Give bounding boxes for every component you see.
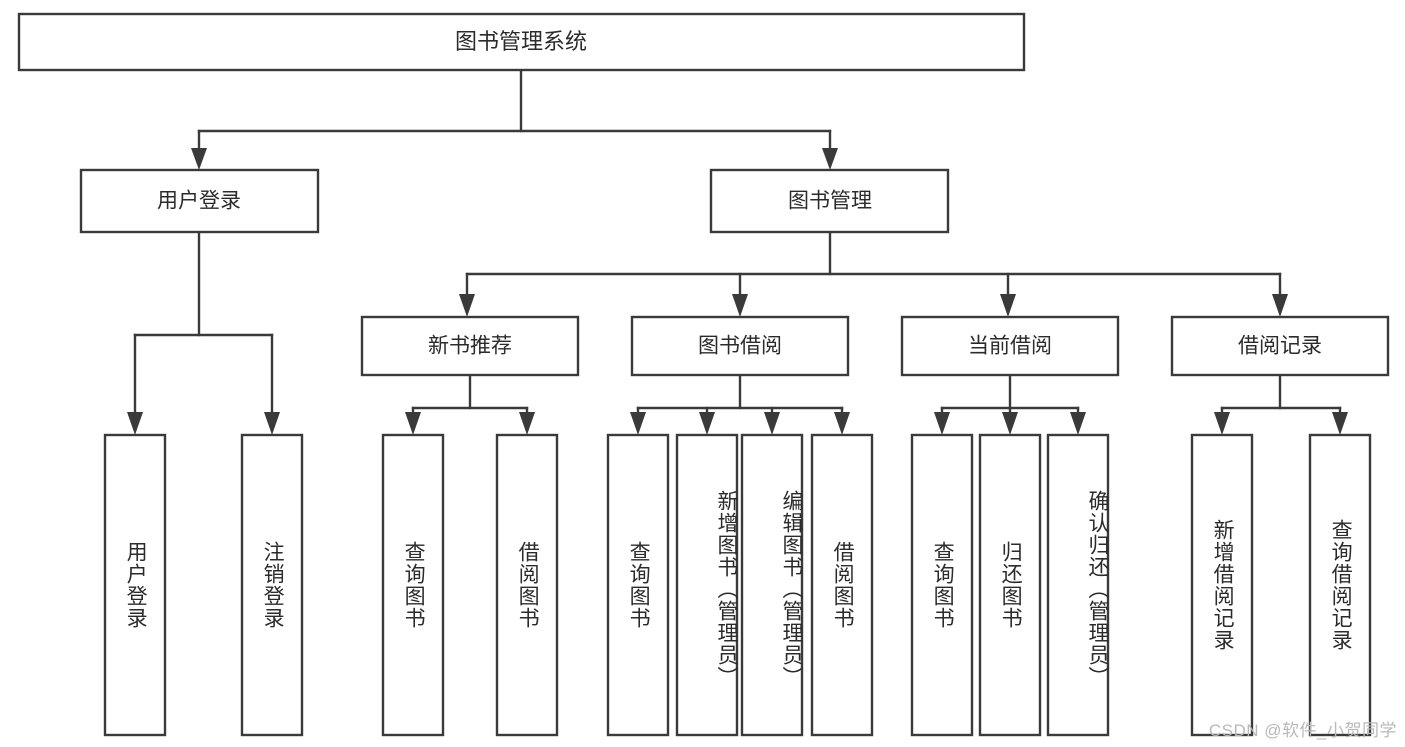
leaf-box-current-borrow-3[interactable]: [1046, 433, 1110, 737]
node-book-borrow-label: 图书借阅: [698, 335, 782, 358]
arrow-head-icon: [630, 412, 646, 435]
arrow-head-icon: [1214, 412, 1230, 435]
leaf-box-current-borrow-1[interactable]: [910, 433, 974, 737]
node-borrow-record-label: 借阅记录: [1238, 335, 1322, 358]
arrow-head-icon: [1000, 294, 1016, 317]
connector-group-book-borrow: [630, 373, 850, 435]
connector-group-borrow-record: [1214, 373, 1348, 435]
arrow-head-icon: [1272, 294, 1288, 317]
node-root[interactable]: 图书管理系统: [17, 12, 1026, 72]
connector-group-user-login: [127, 230, 280, 435]
connector-group-book-manage: [459, 230, 1288, 317]
arrow-head-icon: [699, 412, 715, 435]
leaf-box-new-book-1[interactable]: [381, 433, 445, 737]
node-new-book[interactable]: 新书推荐: [360, 315, 580, 377]
arrow-head-icon: [834, 412, 850, 435]
node-borrow-record-box[interactable]: [1170, 315, 1390, 377]
arrow-head-icon: [764, 412, 780, 435]
arrow-head-icon: [1070, 412, 1086, 435]
arrow-head-icon: [405, 412, 421, 435]
node-new-book-box[interactable]: [360, 315, 580, 377]
leaf-box-book-borrow-3[interactable]: [740, 433, 804, 737]
arrow-head-icon: [519, 412, 535, 435]
leaf-box-book-borrow-2[interactable]: [675, 433, 739, 737]
connector-group-current-borrow: [934, 373, 1086, 435]
leaf-box-user-login-2[interactable]: [240, 433, 304, 737]
node-user-login-label: 用户登录: [157, 190, 241, 213]
leaf-box-user-login-1[interactable]: [103, 433, 167, 737]
node-root-box[interactable]: [17, 12, 1026, 72]
node-user-login[interactable]: 用户登录: [79, 168, 320, 234]
node-book-manage-label: 图书管理: [788, 190, 872, 213]
leaf-box-current-borrow-2[interactable]: [978, 433, 1042, 737]
csdn-watermark: CSDN @软件_小贺同学: [1208, 721, 1397, 740]
node-current-borrow[interactable]: 当前借阅: [900, 315, 1120, 377]
arrow-head-icon: [191, 148, 207, 170]
node-book-manage-box[interactable]: [709, 168, 950, 234]
node-borrow-record[interactable]: 借阅记录: [1170, 315, 1390, 377]
arrow-head-icon: [459, 294, 475, 317]
leaf-box-book-borrow-4[interactable]: [810, 433, 874, 737]
connector-group-new-book: [405, 373, 535, 435]
node-root-label: 图书管理系统: [455, 29, 587, 54]
leaf-box-borrow-record-2[interactable]: [1308, 433, 1372, 737]
leaf-box-book-borrow-1[interactable]: [606, 433, 670, 737]
node-book-borrow[interactable]: 图书借阅: [630, 315, 850, 377]
arrow-head-icon: [934, 412, 950, 435]
arrow-head-icon: [127, 412, 143, 435]
connector-group-root: [191, 68, 838, 170]
leaf-box-new-book-2[interactable]: [495, 433, 559, 737]
node-current-borrow-box[interactable]: [900, 315, 1120, 377]
node-current-borrow-label: 当前借阅: [968, 335, 1052, 358]
leaf-box-borrow-record-1[interactable]: [1190, 433, 1254, 737]
arrow-head-icon: [732, 294, 748, 317]
node-new-book-label: 新书推荐: [428, 335, 512, 358]
arrow-head-icon: [264, 412, 280, 435]
node-user-login-box[interactable]: [79, 168, 320, 234]
node-book-borrow-box[interactable]: [630, 315, 850, 377]
arrow-head-icon: [822, 148, 838, 170]
arrow-head-icon: [1002, 412, 1018, 435]
node-book-manage[interactable]: 图书管理: [709, 168, 950, 234]
arrow-head-icon: [1332, 412, 1348, 435]
